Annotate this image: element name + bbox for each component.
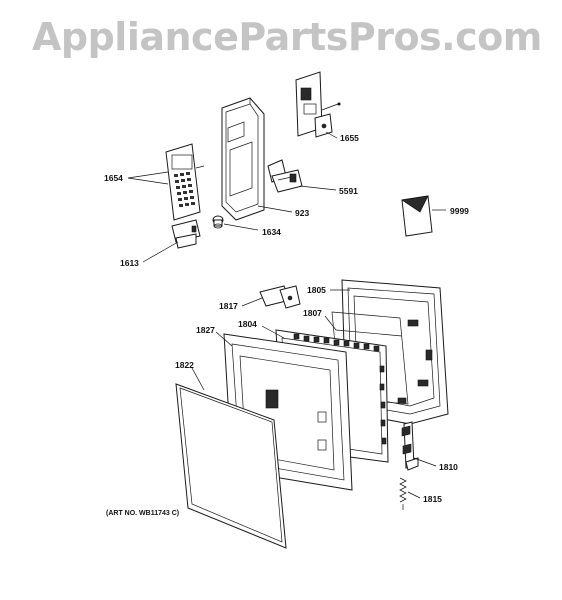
callout-923: 923	[295, 208, 309, 218]
part-1815-spring[interactable]	[399, 477, 407, 510]
callout-1613: 1613	[120, 258, 139, 268]
callout-1654: 1654	[104, 173, 123, 183]
callout-1655: 1655	[340, 133, 359, 143]
art-number: (ART NO. WB11743 C)	[106, 510, 179, 517]
part-923-control-panel[interactable]	[221, 97, 265, 221]
part-1654-keypad[interactable]	[165, 143, 205, 221]
leader-1613	[142, 241, 179, 263]
part-1613-cover[interactable]	[171, 219, 201, 249]
leader-1822	[191, 367, 205, 391]
leader-1654-b	[127, 177, 169, 185]
callout-1822: 1822	[175, 360, 194, 370]
leader-1827	[215, 331, 233, 347]
callout-5591: 5591	[339, 186, 358, 196]
part-1810-latch-hook[interactable]	[401, 421, 419, 471]
callout-9999: 9999	[450, 206, 469, 216]
part-1634-switch[interactable]	[212, 215, 224, 229]
leader-1815	[407, 491, 421, 499]
callout-1827: 1827	[196, 325, 215, 335]
leader-1817	[241, 297, 263, 307]
leader-923	[257, 205, 293, 213]
part-1655-control-board[interactable]	[295, 71, 341, 138]
callout-1807: 1807	[303, 308, 322, 318]
watermark-text: AppliancePartsPros.com	[32, 15, 542, 59]
callout-1634: 1634	[262, 227, 281, 237]
part-1817-latch-bracket[interactable]	[259, 285, 301, 309]
callout-1810: 1810	[439, 462, 458, 472]
leader-1810	[413, 457, 437, 467]
callout-1815: 1815	[423, 494, 442, 504]
part-1822-door-panel[interactable]	[175, 383, 287, 549]
part-9999-envelope[interactable]	[401, 195, 433, 237]
callout-1805: 1805	[307, 285, 326, 295]
leader-1807	[324, 315, 337, 331]
leader-1655	[325, 131, 338, 139]
callout-1804: 1804	[238, 319, 257, 329]
leader-1804	[261, 325, 285, 339]
leader-5591	[299, 185, 337, 191]
callout-1817: 1817	[219, 301, 238, 311]
leader-1634	[223, 223, 259, 231]
part-5591-bracket[interactable]	[267, 159, 303, 193]
leader-1654-a	[127, 171, 169, 179]
